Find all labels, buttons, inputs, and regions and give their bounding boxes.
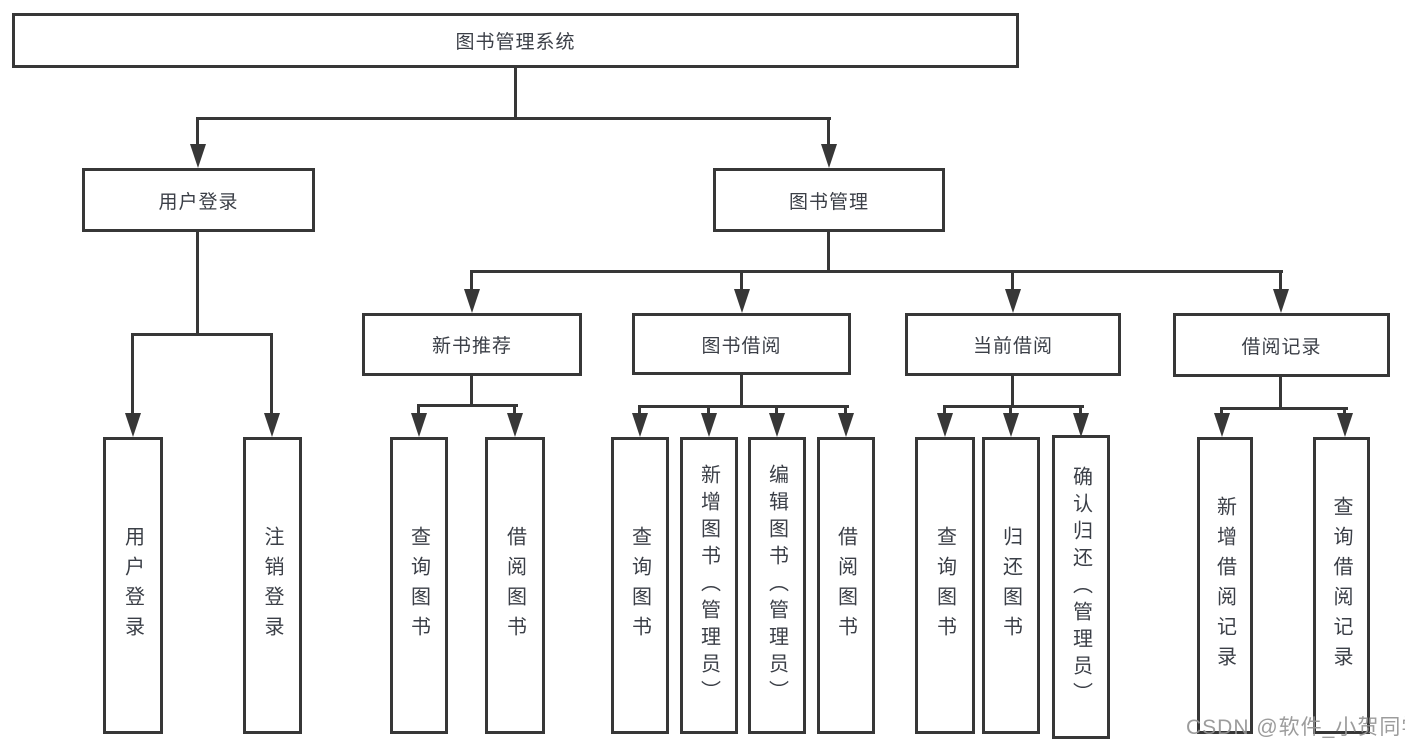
arrowhead-cb-leaf1 bbox=[937, 413, 953, 437]
leaf-logout: 注销登录 bbox=[243, 437, 302, 734]
connector-stem-book-management bbox=[827, 117, 830, 149]
arrowhead-cb-leaf2 bbox=[1003, 413, 1019, 437]
connector-stem-new-book bbox=[470, 270, 473, 294]
arrowhead-br-leaf1 bbox=[1214, 413, 1230, 437]
arrowhead-leaf-logout bbox=[264, 413, 280, 437]
node-new-book-recommend-label: 新书推荐 bbox=[431, 336, 512, 357]
node-borrow-records: 借阅记录 bbox=[1173, 313, 1390, 377]
leaf-bb-borrow-books-label: 借阅图书 bbox=[834, 525, 857, 646]
connector-book-borrow-rail bbox=[638, 405, 849, 408]
node-current-borrow-label: 当前借阅 bbox=[972, 336, 1053, 357]
arrowhead-borrow-records bbox=[1273, 289, 1289, 313]
connector-current-borrow-stem bbox=[1011, 376, 1014, 408]
connector-user-login-stem bbox=[196, 232, 199, 336]
connector-stem-leaf-login bbox=[131, 333, 134, 417]
leaf-cb-return-books: 归还图书 bbox=[982, 437, 1040, 734]
arrowhead-book-borrow bbox=[734, 289, 750, 313]
node-book-management: 图书管理 bbox=[713, 168, 945, 232]
connector-root-stem bbox=[514, 66, 517, 119]
connector-new-book-stem bbox=[470, 376, 473, 407]
connector-book-borrow-stem bbox=[740, 375, 743, 408]
leaf-nb-borrow-books-label: 借阅图书 bbox=[503, 525, 526, 646]
node-current-borrow: 当前借阅 bbox=[905, 313, 1121, 376]
csdn-watermark: CSDN @软件_小贺同学 bbox=[1186, 716, 1405, 739]
arrowhead-bb-leaf2 bbox=[701, 413, 717, 437]
leaf-bb-edit-books-admin-label: 编辑图书（管理员） bbox=[765, 464, 788, 707]
node-user-login: 用户登录 bbox=[82, 168, 315, 232]
connector-stem-nb-leaf1 bbox=[417, 404, 420, 418]
leaf-bb-borrow-books: 借阅图书 bbox=[817, 437, 875, 734]
leaf-nb-query-books: 查询图书 bbox=[390, 437, 448, 734]
arrowhead-leaf-login bbox=[125, 413, 141, 437]
connector-new-book-rail bbox=[417, 404, 518, 407]
node-new-book-recommend: 新书推荐 bbox=[362, 313, 582, 376]
leaf-br-add-record-label: 新增借阅记录 bbox=[1213, 495, 1236, 676]
connector-stem-cb-leaf2 bbox=[1009, 405, 1012, 418]
leaf-bb-query-books: 查询图书 bbox=[611, 437, 669, 734]
node-book-borrow: 图书借阅 bbox=[632, 313, 851, 375]
connector-stem-borrow-records bbox=[1279, 270, 1282, 294]
arrowhead-current-borrow bbox=[1005, 289, 1021, 313]
arrowhead-new-book bbox=[464, 289, 480, 313]
connector-borrow-records-stem bbox=[1279, 377, 1282, 410]
node-root: 图书管理系统 bbox=[12, 13, 1019, 68]
connector-stem-bb-leaf1 bbox=[638, 405, 641, 418]
connector-stem-current-borrow bbox=[1011, 270, 1014, 294]
leaf-br-query-record-label: 查询借阅记录 bbox=[1330, 495, 1352, 676]
leaf-bb-add-books-admin: 新增图书（管理员） bbox=[680, 437, 738, 734]
node-user-login-label: 用户登录 bbox=[158, 191, 239, 213]
arrowhead-user-login bbox=[190, 144, 206, 168]
connector-stem-nb-leaf2 bbox=[513, 404, 516, 418]
connector-borrow-records-rail bbox=[1220, 407, 1348, 410]
connector-stem-br-leaf1 bbox=[1220, 407, 1223, 418]
arrowhead-bb-leaf4 bbox=[838, 413, 854, 437]
connector-stem-book-borrow bbox=[740, 270, 743, 294]
leaf-bb-edit-books-admin: 编辑图书（管理员） bbox=[748, 437, 806, 734]
connector-stem-cb-leaf1 bbox=[943, 405, 946, 418]
leaf-nb-borrow-books: 借阅图书 bbox=[485, 437, 545, 734]
arrowhead-nb-leaf2 bbox=[507, 413, 523, 437]
connector-stem-leaf-logout bbox=[270, 333, 273, 417]
leaf-user-login: 用户登录 bbox=[103, 437, 163, 734]
leaf-br-add-record: 新增借阅记录 bbox=[1197, 437, 1253, 734]
leaf-cb-confirm-return-admin-label: 确认归还（管理员） bbox=[1069, 465, 1092, 709]
connector-stem-bb-leaf4 bbox=[844, 405, 847, 418]
leaf-logout-label: 注销登录 bbox=[261, 525, 283, 646]
leaf-bb-query-books-label: 查询图书 bbox=[628, 525, 651, 646]
leaf-br-query-record: 查询借阅记录 bbox=[1313, 437, 1370, 734]
arrowhead-book-management bbox=[821, 144, 837, 168]
connector-root-rail bbox=[196, 117, 831, 120]
connector-book-management-stem bbox=[827, 232, 830, 273]
node-book-borrow-label: 图书借阅 bbox=[701, 335, 782, 357]
leaf-cb-confirm-return-admin: 确认归还（管理员） bbox=[1052, 435, 1110, 739]
connector-current-borrow-rail bbox=[943, 405, 1084, 408]
leaf-cb-query-books: 查询图书 bbox=[915, 437, 975, 734]
leaf-cb-return-books-label: 归还图书 bbox=[999, 525, 1022, 646]
connector-stem-br-leaf2 bbox=[1343, 407, 1346, 418]
arrowhead-nb-leaf1 bbox=[411, 413, 427, 437]
arrowhead-cb-leaf3 bbox=[1073, 413, 1089, 437]
node-borrow-records-label: 借阅记录 bbox=[1241, 336, 1322, 358]
arrowhead-br-leaf2 bbox=[1337, 413, 1353, 437]
arrowhead-bb-leaf3 bbox=[769, 413, 785, 437]
connector-level3-rail bbox=[470, 270, 1283, 273]
node-root-label: 图书管理系统 bbox=[455, 32, 576, 53]
connector-stem-bb-leaf2 bbox=[707, 405, 710, 418]
connector-stem-user-login bbox=[196, 117, 199, 149]
arrowhead-bb-leaf1 bbox=[632, 413, 648, 437]
connector-stem-bb-leaf3 bbox=[775, 405, 778, 418]
leaf-cb-query-books-label: 查询图书 bbox=[933, 525, 956, 646]
node-book-management-label: 图书管理 bbox=[788, 191, 869, 213]
connector-stem-cb-leaf3 bbox=[1079, 405, 1082, 418]
connector-user-login-rail bbox=[131, 333, 273, 336]
leaf-nb-query-books-label: 查询图书 bbox=[407, 525, 430, 646]
leaf-user-login-label: 用户登录 bbox=[121, 525, 144, 646]
leaf-bb-add-books-admin-label: 新增图书（管理员） bbox=[697, 464, 720, 707]
